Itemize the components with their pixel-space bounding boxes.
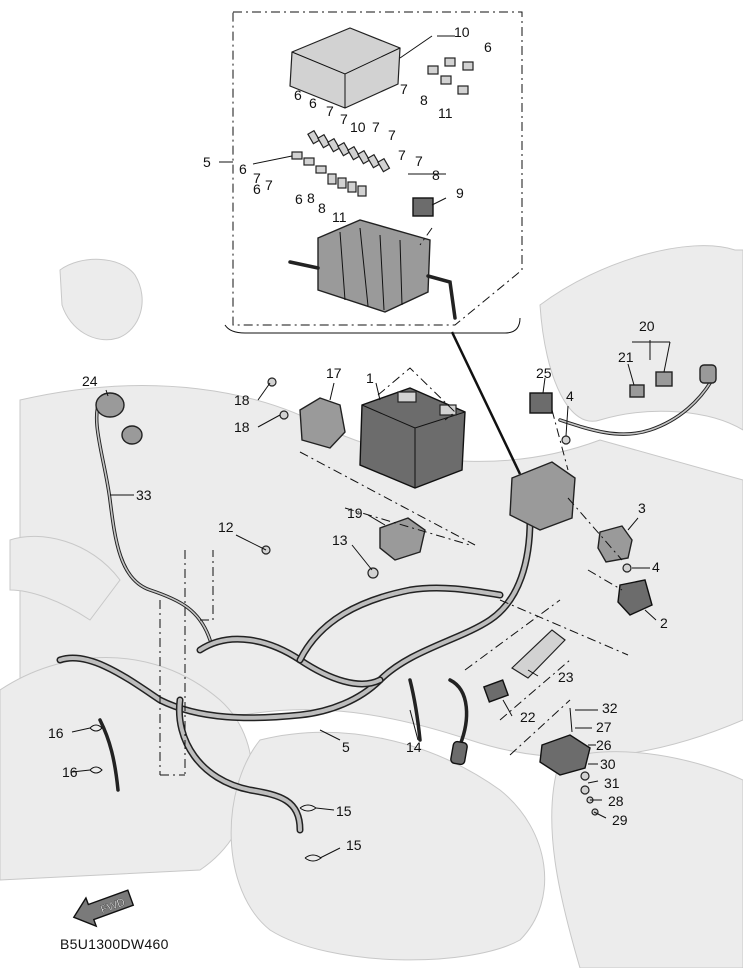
callout-33: 33 (136, 487, 152, 503)
callout-21: 21 (618, 349, 634, 365)
callout-23: 23 (558, 669, 574, 685)
callout-28: 28 (608, 793, 624, 809)
callout-2: 2 (660, 615, 668, 631)
fuse-box-cover (289, 27, 401, 109)
callout-numbers: 1 2 3 4 4 5 5 6 6 6 6 6 6 7 7 7 7 7 7 7 … (48, 24, 668, 853)
callout-16: 16 (62, 764, 78, 780)
callout-3: 3 (638, 500, 646, 516)
callout-1: 1 (366, 370, 374, 386)
callout-7: 7 (326, 103, 334, 119)
ecu-26 (539, 734, 591, 776)
callout-30: 30 (600, 756, 616, 772)
callout-27: 27 (596, 719, 612, 735)
callout-9: 9 (456, 185, 464, 201)
callout-10: 10 (454, 24, 470, 40)
callout-8: 8 (318, 200, 326, 216)
callout-7: 7 (415, 153, 423, 169)
callout-29: 29 (612, 812, 628, 828)
callout-7: 7 (372, 119, 380, 135)
callout-6: 6 (484, 39, 492, 55)
callout-leaders (71, 35, 671, 859)
battery (359, 387, 466, 489)
callout-7: 7 (265, 177, 273, 193)
callout-24: 24 (82, 373, 98, 389)
relay-3 (597, 525, 633, 563)
callout-7: 7 (398, 147, 406, 163)
callout-31: 31 (604, 775, 620, 791)
callout-13: 13 (332, 532, 348, 548)
callout-6: 6 (309, 95, 317, 111)
callout-8: 8 (432, 167, 440, 183)
spare-fuses (427, 57, 474, 95)
relay-25 (529, 392, 553, 414)
callout-8: 8 (307, 190, 315, 206)
diagram-reference-code: B5U1300DW460 (60, 936, 169, 952)
main-wiring-harness (56, 378, 714, 834)
fuse-box-assembly (509, 461, 576, 531)
callout-8: 8 (420, 92, 428, 108)
callout-12: 12 (218, 519, 234, 535)
callout-6: 6 (239, 161, 247, 177)
callout-6: 6 (253, 181, 261, 197)
fuse-box-detail-inset (224, 11, 523, 334)
callout-11: 11 (332, 209, 347, 225)
fwd-direction-arrow: FWD (72, 889, 135, 928)
callout-20: 20 (639, 318, 655, 334)
callout-6: 6 (294, 87, 302, 103)
reference-lines (159, 227, 629, 776)
fuse-box-base (317, 219, 431, 313)
callout-4: 4 (652, 559, 660, 575)
relay-22 (482, 679, 510, 703)
connectors-20-21 (629, 364, 717, 398)
callout-7: 7 (340, 111, 348, 127)
callout-22: 22 (520, 709, 536, 725)
callout-16: 16 (48, 725, 64, 741)
callout-18: 18 (234, 392, 250, 408)
callout-10: 10 (350, 119, 366, 135)
callout-5: 5 (342, 739, 350, 755)
cable-ties-15-16 (89, 724, 322, 862)
connector-24 (95, 392, 143, 445)
fuse-set-lower (291, 151, 367, 197)
callout-15: 15 (346, 837, 362, 853)
callout-18: 18 (234, 419, 250, 435)
starter-relay-bracket (299, 397, 346, 449)
rectifier-2 (617, 579, 653, 616)
callout-11: 11 (438, 105, 453, 121)
bracket-23 (511, 629, 566, 679)
callout-5: 5 (203, 154, 211, 170)
callout-17: 17 (326, 365, 342, 381)
callout-19: 19 (347, 505, 363, 521)
callout-26: 26 (596, 737, 612, 753)
callout-14: 14 (406, 739, 422, 755)
callout-25: 25 (536, 365, 552, 381)
fuse-box-relay (412, 197, 434, 217)
callout-7: 7 (388, 127, 396, 143)
callout-7: 7 (253, 170, 261, 186)
callout-7: 7 (400, 81, 408, 97)
callout-4: 4 (566, 388, 574, 404)
callout-6: 6 (295, 191, 303, 207)
fuse-set-upper (307, 129, 391, 173)
callout-32: 32 (602, 700, 618, 716)
callout-15: 15 (336, 803, 352, 819)
